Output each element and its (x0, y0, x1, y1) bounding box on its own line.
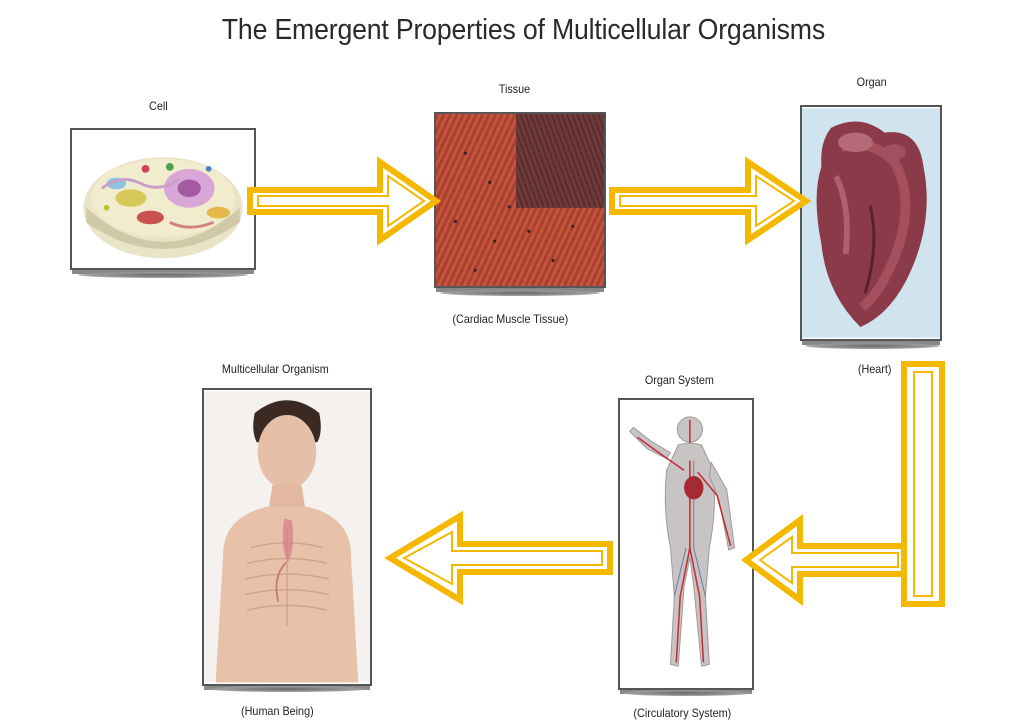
organism-caption: (Human Being) (241, 704, 314, 718)
cell-label: Cell (149, 99, 168, 113)
human-being-image (202, 388, 372, 686)
organ-system-label: Organ System (645, 373, 714, 387)
organ-system-caption: (Circulatory System) (633, 706, 731, 720)
arrow-tissue-to-organ-icon (608, 156, 810, 246)
cell-image (70, 128, 256, 270)
circulatory-system-image (618, 398, 754, 690)
organ-shelf (805, 343, 940, 349)
tissue-label: Tissue (499, 82, 530, 96)
organ-label: Organ (857, 75, 887, 89)
heart-image (800, 105, 942, 341)
tissue-shelf (440, 290, 600, 296)
arrow-cell-to-tissue-icon (246, 156, 440, 246)
organism-label: Multicellular Organism (222, 362, 329, 376)
arrow-organ-to-system-icon (740, 360, 946, 610)
cell-shelf (78, 272, 248, 278)
arrow-system-to-organism-icon (384, 510, 614, 606)
organism-shelf (208, 686, 368, 692)
organ-system-shelf (622, 690, 752, 696)
diagram-title: The Emergent Properties of Multicellular… (40, 14, 969, 47)
tissue-caption: (Cardiac Muscle Tissue) (452, 312, 568, 326)
cardiac-tissue-image (434, 112, 606, 288)
